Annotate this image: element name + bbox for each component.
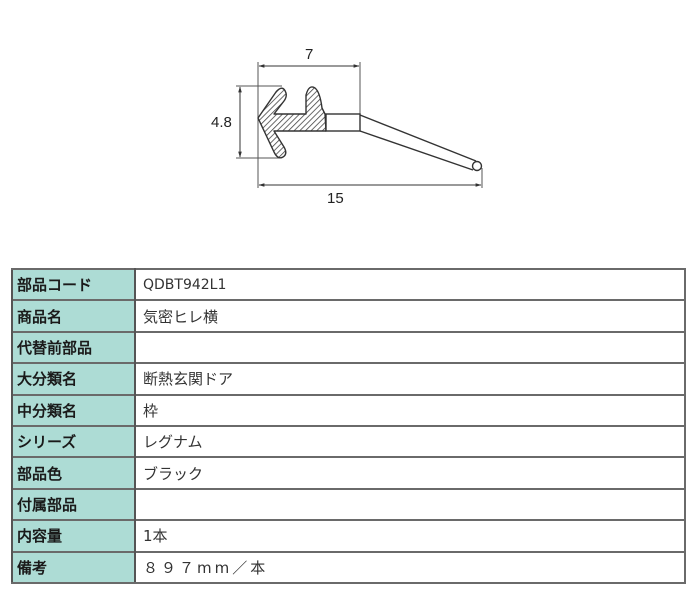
row-value-accessory-parts bbox=[135, 487, 686, 521]
dimension-label-height: 4.8 bbox=[211, 114, 232, 131]
table-row: 商品名 気密ヒレ横 bbox=[11, 299, 686, 332]
row-value-part-color: ブラック bbox=[135, 456, 686, 489]
row-value-product-name: 気密ヒレ横 bbox=[135, 299, 686, 332]
row-label-remarks: 備考 bbox=[11, 550, 136, 584]
table-row: 備考 ８９７mm／本 bbox=[11, 550, 686, 584]
row-value-series: レグナム bbox=[135, 424, 686, 458]
extension-lines bbox=[236, 62, 483, 188]
profile-flap bbox=[359, 114, 483, 172]
table-row: 部品色 ブラック bbox=[11, 456, 686, 489]
table-row: シリーズ レグナム bbox=[11, 424, 686, 458]
dimension-label-top-width: 7 bbox=[305, 46, 314, 63]
row-label-major-category: 大分類名 bbox=[11, 362, 136, 395]
row-label-product-name: 商品名 bbox=[11, 299, 136, 332]
table-row: 代替前部品 bbox=[11, 330, 686, 364]
row-label-replaced-part: 代替前部品 bbox=[11, 330, 136, 364]
table-row: 付属部品 bbox=[11, 487, 686, 521]
row-value-major-category: 断熱玄関ドア bbox=[135, 362, 686, 395]
profile-solid-body bbox=[257, 86, 327, 159]
table-row: 内容量 1本 bbox=[11, 519, 686, 552]
row-value-replaced-part bbox=[135, 330, 686, 364]
dimension-lines bbox=[238, 64, 482, 187]
row-value-quantity: 1本 bbox=[135, 519, 686, 552]
row-value-middle-category: 枠 bbox=[135, 393, 686, 426]
profile-diagram: 7 4.8 15 bbox=[0, 0, 696, 240]
table-row: 大分類名 断熱玄関ドア bbox=[11, 362, 686, 395]
row-label-quantity: 内容量 bbox=[11, 519, 136, 552]
row-label-part-code: 部品コード bbox=[11, 267, 136, 301]
row-label-accessory-parts: 付属部品 bbox=[11, 487, 136, 521]
row-value-part-code: QDBT942L1 bbox=[135, 267, 686, 301]
row-value-remarks: ８９７mm／本 bbox=[135, 550, 686, 584]
profile-cross-section-drawing bbox=[236, 62, 483, 188]
row-label-series: シリーズ bbox=[11, 424, 136, 458]
dimension-label-total-width: 15 bbox=[327, 190, 344, 207]
part-spec-table: 部品コード QDBT942L1 商品名 気密ヒレ横 代替前部品 大分類名 断熱玄… bbox=[11, 267, 686, 584]
row-label-middle-category: 中分類名 bbox=[11, 393, 136, 426]
profile-hollow-section bbox=[325, 113, 361, 132]
table-row: 部品コード QDBT942L1 bbox=[11, 267, 686, 301]
table-row: 中分類名 枠 bbox=[11, 393, 686, 426]
row-label-part-color: 部品色 bbox=[11, 456, 136, 489]
